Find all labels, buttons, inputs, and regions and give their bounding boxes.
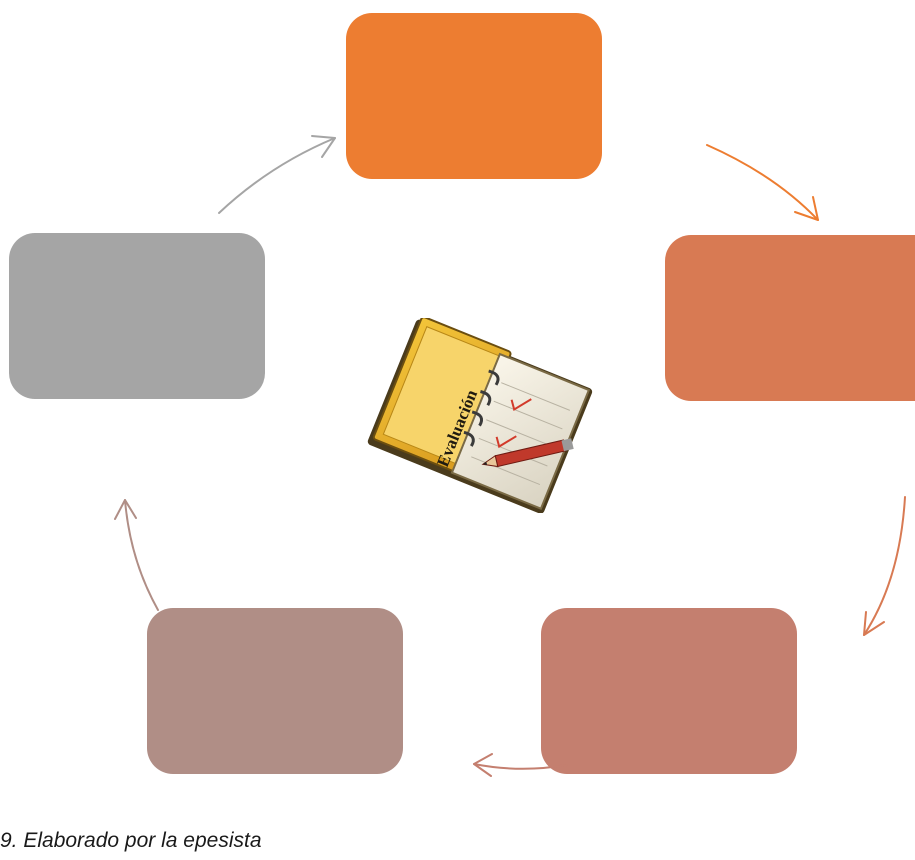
cycle-node-right: [665, 235, 915, 401]
arrow-bottom-right-to-bottom-left: [473, 753, 568, 777]
figure-caption: 9. Elaborado por la epesista: [0, 829, 262, 852]
cycle-node-bottom-left: [147, 608, 403, 774]
arrow-left-to-top: [218, 135, 336, 214]
arrow-bottom-left-to-left: [114, 499, 159, 611]
cycle-node-left: [9, 233, 265, 399]
arrow-top-to-right: [706, 144, 819, 221]
cycle-node-bottom-right: [541, 608, 797, 774]
arrow-right-to-bottom-right: [863, 496, 906, 636]
evaluation-notebook-icon: Evaluación: [355, 316, 600, 514]
cycle-node-top: [346, 13, 602, 179]
